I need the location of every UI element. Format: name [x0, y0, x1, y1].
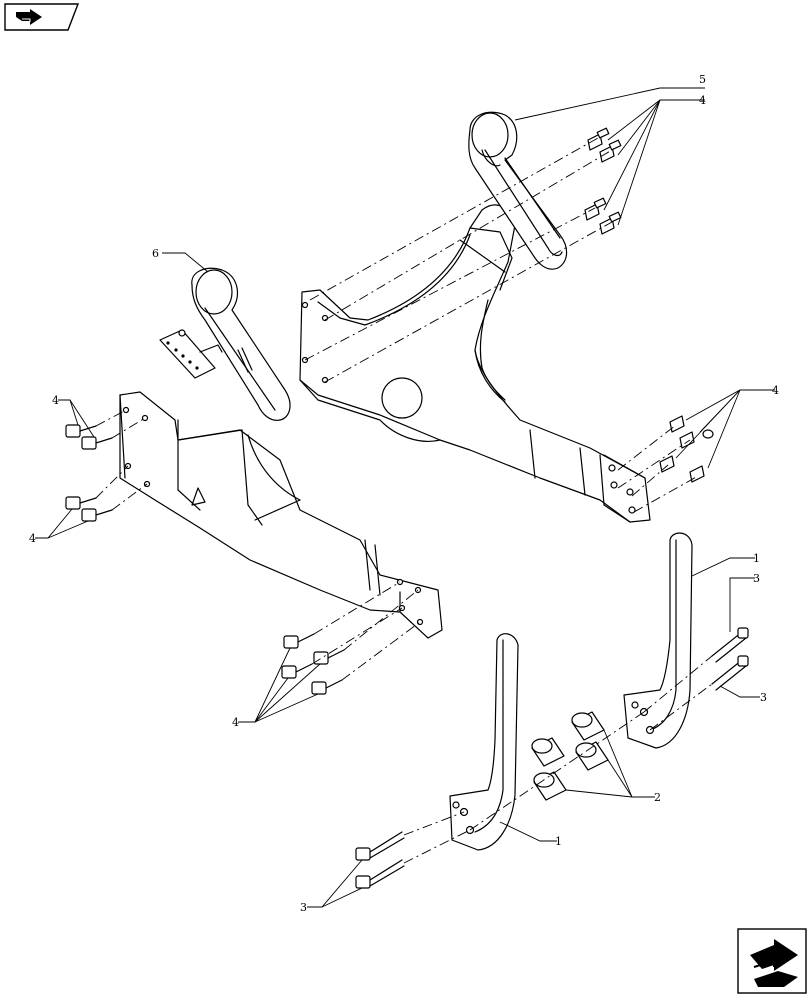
leader-lines — [35, 87, 775, 908]
callout-2: 2 — [654, 791, 661, 804]
callout-3-right-upper: 3 — [753, 572, 760, 585]
assembly-lines — [95, 137, 713, 864]
callout-5: 5 — [699, 73, 706, 86]
upper-hook — [468, 111, 568, 270]
callout-4-bottom: 4 — [232, 716, 239, 729]
callout-6: 6 — [152, 247, 159, 260]
callout-1-right: 1 — [753, 552, 760, 565]
callout-3-bottom: 3 — [300, 901, 307, 914]
nav-back-icon[interactable] — [0, 0, 80, 34]
bolts — [65, 127, 749, 889]
lower-hook — [159, 267, 291, 421]
spacers — [531, 711, 609, 801]
callout-4-right: 4 — [772, 384, 779, 397]
callouts: 5 4 6 4 4 4 4 1 3 3 2 1 3 — [29, 73, 779, 914]
callout-3-right-lower: 3 — [760, 691, 767, 704]
left-bracket — [449, 633, 519, 851]
lower-frame — [119, 391, 443, 639]
callout-1-lower: 1 — [555, 835, 562, 848]
callout-4-top: 4 — [699, 94, 706, 107]
right-bracket — [623, 532, 693, 749]
callout-4-left-upper: 4 — [52, 394, 59, 407]
callout-4-left-lower: 4 — [29, 532, 36, 545]
upper-frame — [299, 204, 651, 523]
